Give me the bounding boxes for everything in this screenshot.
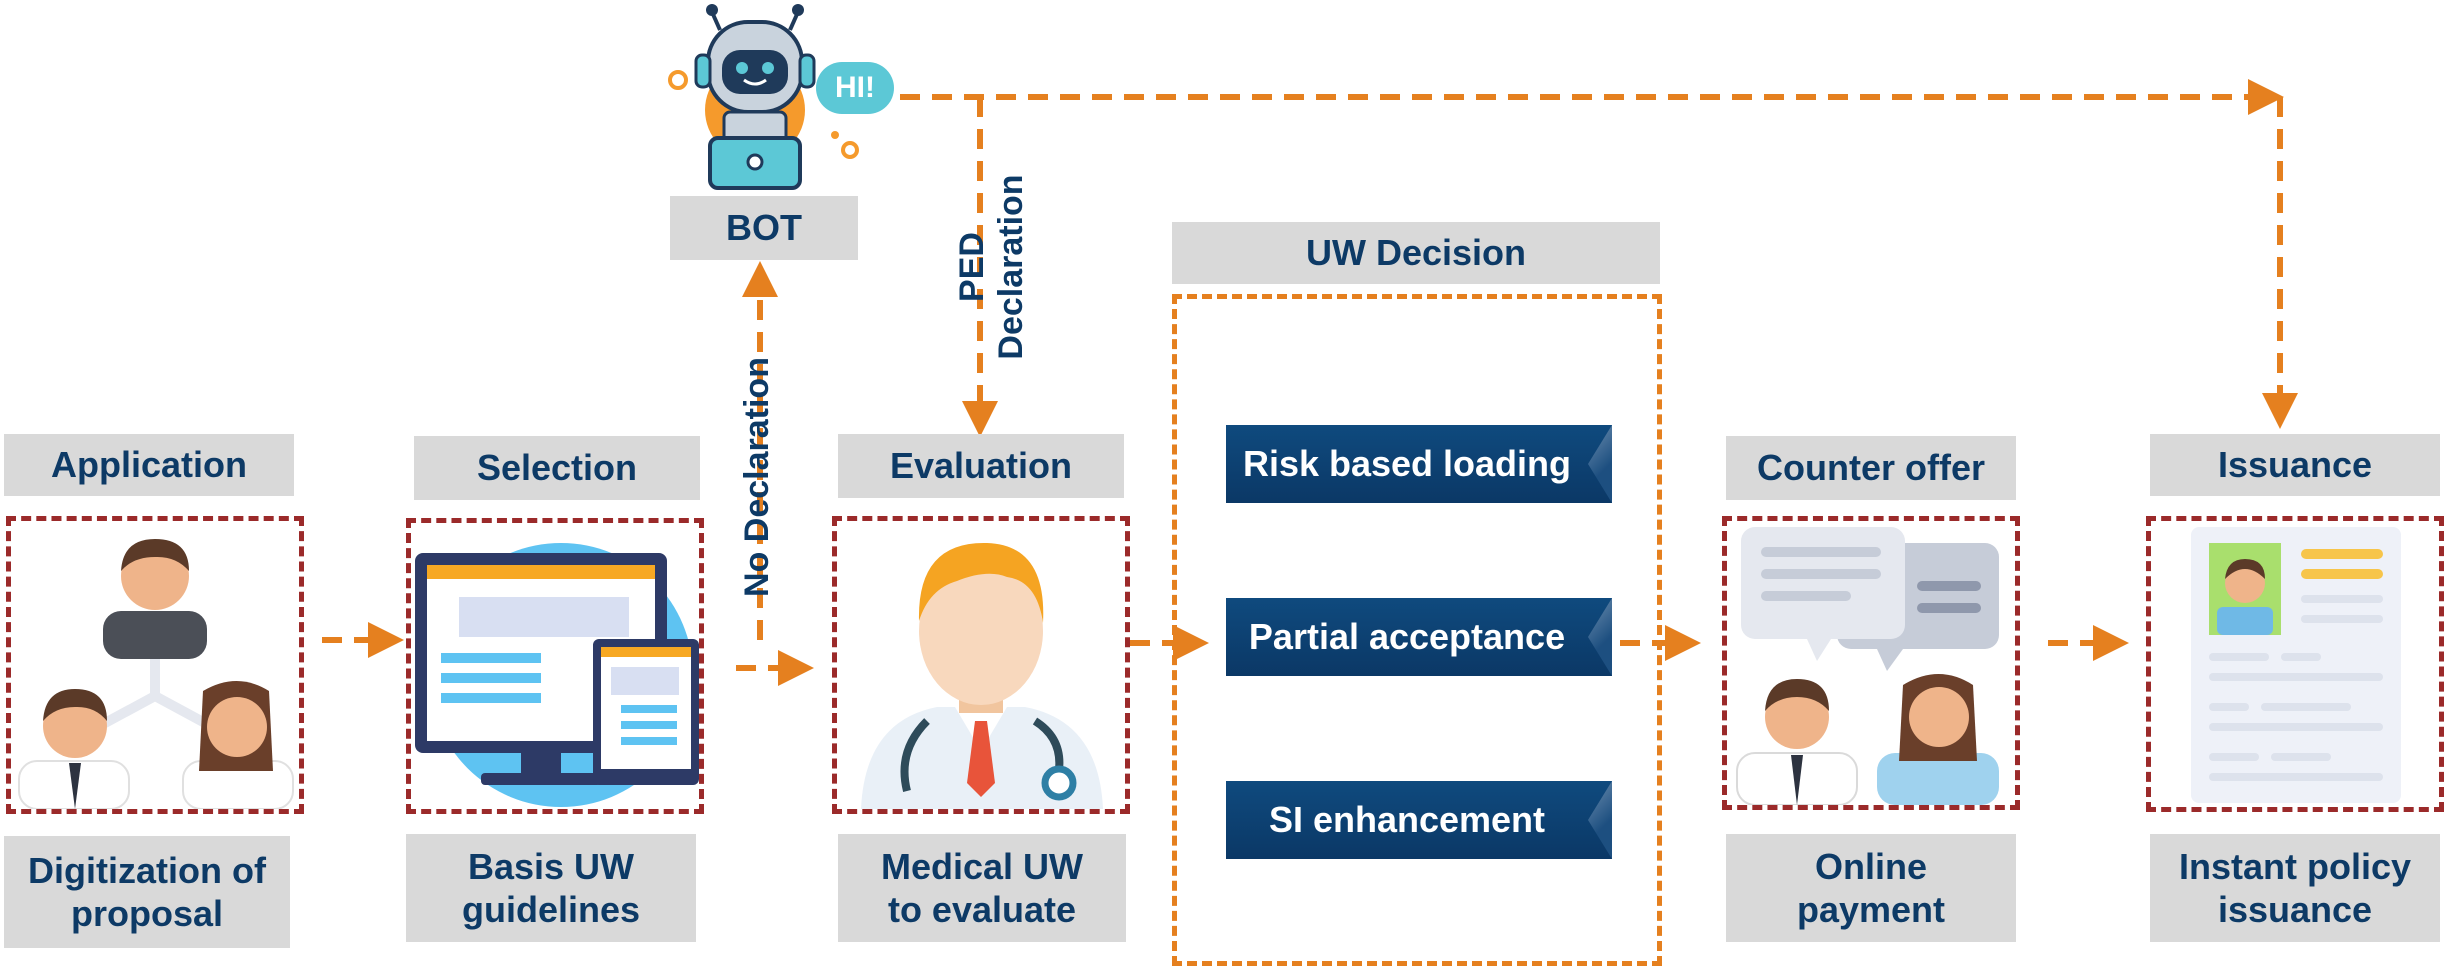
counter-offer-title: Counter offer [1726,436,2016,500]
selection-frame [406,518,704,814]
evaluation-title: Evaluation [838,434,1124,498]
selection-caption: Basis UW guidelines [406,834,696,942]
uw-decision-title: UW Decision [1172,222,1660,284]
evaluation-frame [832,516,1130,814]
application-title: Application [4,434,294,496]
issuance-caption: Instant policy issuance [2150,834,2440,942]
selection-title: Selection [414,436,700,500]
decision-option-partial-acceptance: Partial acceptance [1226,598,1612,676]
doctor-icon [861,542,1103,809]
issuance-frame [2146,516,2444,812]
bot-label: BOT [670,196,858,260]
people-network-icon [18,539,294,810]
counter-offer-caption: Online payment [1726,834,2016,942]
bot-speech-bubble: HI! [816,62,894,114]
chat-people-icon [1736,527,1999,806]
issuance-title: Issuance [2150,434,2440,496]
application-caption: Digitization of proposal [4,836,290,948]
ped-declaration-label: PED Declaration [953,174,1031,360]
decision-option-si-enhancement: SI enhancement [1226,781,1612,859]
policy-document-icon [2191,527,2401,803]
counter-offer-frame [1722,516,2020,810]
evaluation-caption: Medical UW to evaluate [838,834,1126,942]
decision-option-risk-based-loading: Risk based loading [1226,425,1612,503]
no-declaration-label: No Declaration [738,357,776,597]
application-frame [6,516,304,814]
bot-robot-icon [668,4,859,190]
computer-guidelines-icon [415,543,699,807]
uw-decision-frame [1172,294,1662,966]
